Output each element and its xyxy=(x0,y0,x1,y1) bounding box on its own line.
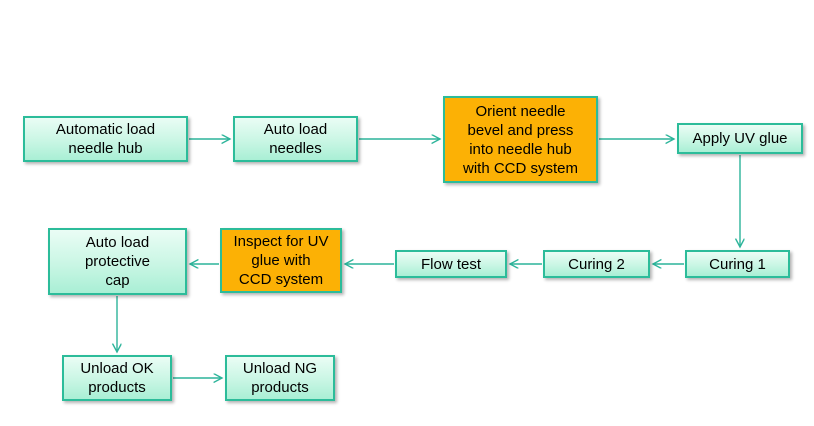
node-label: Auto load needles xyxy=(263,121,328,157)
node-apply-uv-glue: Apply UV glue xyxy=(677,123,803,154)
node-curing-2: Curing 2 xyxy=(543,250,650,278)
node-inspect-uv-glue-ccd: Inspect for UV glue with CCD system xyxy=(220,228,342,293)
node-label: Unload OK products xyxy=(80,360,154,396)
node-label: Flow test xyxy=(420,255,481,273)
node-unload-ok-products: Unload OK products xyxy=(62,355,172,401)
node-label: Automatic load needle hub xyxy=(55,121,156,157)
node-unload-ng-products: Unload NG products xyxy=(225,355,335,401)
node-curing-1: Curing 1 xyxy=(685,250,790,278)
node-label: Orient needle bevel and press into needl… xyxy=(462,102,578,177)
node-label: Curing 2 xyxy=(568,255,625,273)
node-auto-load-needles: Auto load needles xyxy=(233,116,358,162)
node-auto-load-protective-cap: Auto load protective cap xyxy=(48,228,187,295)
node-automatic-load-needle-hub: Automatic load needle hub xyxy=(23,116,188,162)
node-label: Inspect for UV glue with CCD system xyxy=(233,233,329,288)
node-label: Curing 1 xyxy=(709,255,766,273)
node-label: Apply UV glue xyxy=(692,130,788,147)
node-flow-test: Flow test xyxy=(395,250,507,278)
node-label: Auto load protective cap xyxy=(84,234,151,289)
node-label: Unload NG products xyxy=(242,360,318,396)
node-orient-needle-bevel-ccd: Orient needle bevel and press into needl… xyxy=(443,96,598,183)
